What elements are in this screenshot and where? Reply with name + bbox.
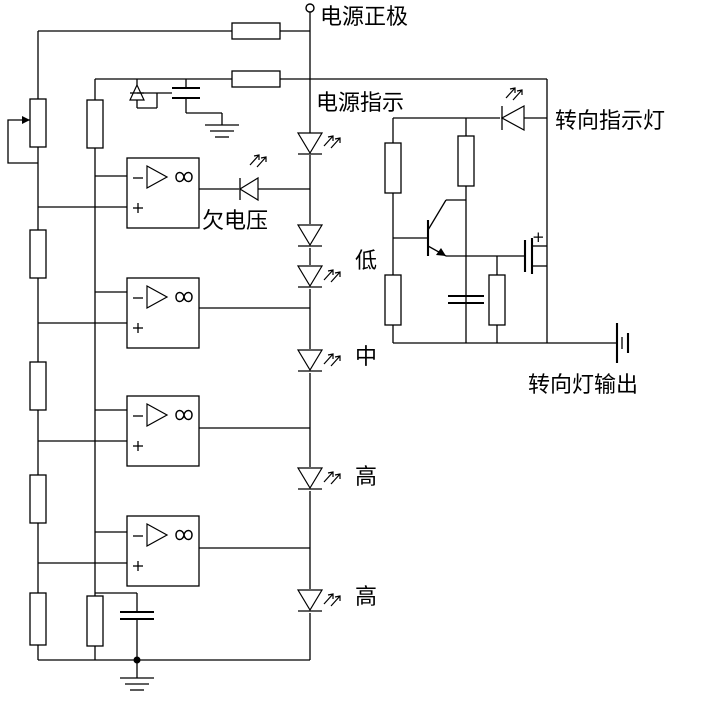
label-turn-lamp-output: 转向灯输出 — [528, 373, 638, 398]
label-turn-indicator-lamp: 转向指示灯 — [555, 109, 665, 134]
divider-resistor-3 — [29, 474, 47, 524]
diode-1 — [296, 224, 324, 248]
reference-resistor — [86, 99, 104, 149]
potentiometer — [29, 98, 47, 148]
mosfet-plus: + — [532, 228, 545, 246]
input-diode-capacitor — [129, 79, 239, 138]
label-undervoltage: 欠电压 — [202, 209, 268, 234]
comparator-3 — [38, 395, 310, 467]
turn-signal-circuit: + — [384, 79, 630, 363]
resistor-indicator — [231, 70, 281, 88]
comparator-2 — [38, 277, 310, 349]
high-led-1 — [296, 467, 341, 491]
divider-resistor-1 — [29, 229, 47, 279]
comparator-1 — [38, 157, 239, 229]
label-mid: 中 — [355, 345, 377, 370]
undervoltage-led — [238, 154, 310, 202]
label-power-positive: 电源正极 — [320, 5, 408, 30]
reference-zener — [86, 595, 104, 647]
label-power-indicator: 电源指示 — [316, 91, 404, 116]
label-low: 低 — [355, 249, 377, 274]
high-led-2 — [296, 589, 341, 613]
ground-symbol-bottom — [120, 677, 154, 691]
label-high-1: 高 — [355, 465, 377, 490]
label-high-2: 高 — [355, 585, 377, 610]
resistor-top — [231, 22, 281, 40]
power-bus — [305, 3, 315, 660]
power-indicator-led — [296, 132, 341, 155]
divider-resistor-2 — [29, 361, 47, 411]
comparator-4 — [38, 515, 310, 587]
low-led — [296, 265, 341, 289]
mid-led — [296, 349, 341, 373]
divider-resistor-4 — [29, 592, 47, 646]
